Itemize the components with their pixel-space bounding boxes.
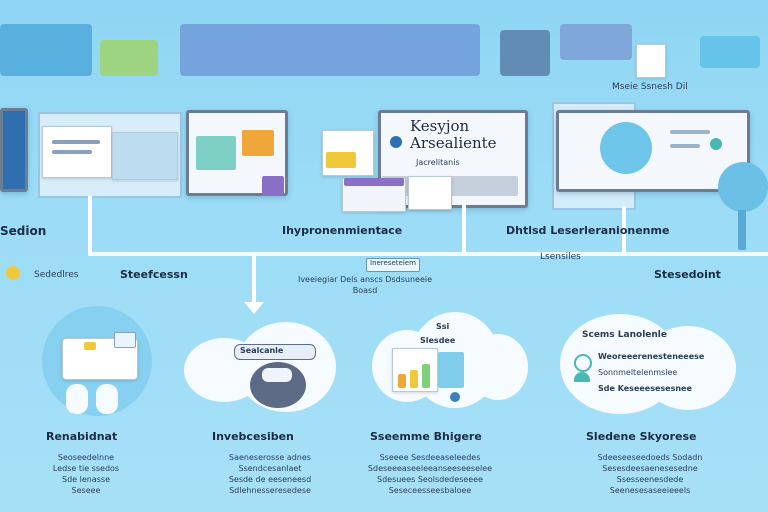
stage2-badge-label: Sealcanle [240,346,284,355]
flow-tag-label: Ineresetelem [370,259,416,267]
flow-mid-desc: Iveeiegiar Dels anscs Dsdsuneeie Boasd [290,274,440,296]
stage4-badge-title: Scems Lanolenle [582,330,667,340]
stage-desc-2: Saeneserosse adnes Ssendcesanlaet Sesde … [210,452,330,496]
analytics-dot [710,138,722,150]
stage3-dot [450,392,460,402]
stage-desc-line: Sde lenasse [62,475,110,484]
stage3-bar [398,374,406,388]
flow-right-label: Dhtlsd Leserleranionenme [506,224,670,237]
stage2-robot-face-icon [262,368,292,382]
globe-icon [600,122,652,174]
analytics-line [670,144,700,148]
screen-title: Kesyjon Arsealiente [410,117,497,152]
header-tile-3 [180,24,480,76]
header-tile-5 [560,24,632,60]
flow-mid-desc-line: Iveeiegiar Dels anscs Dsdsuneeie [297,275,433,284]
stage-desc-line: Sesde de eeseneesd [228,475,312,484]
header-tile-4 [500,30,550,76]
left-monitor [0,108,28,192]
dashboard-chart [196,136,236,170]
flow-arrow-icon [244,302,264,314]
stage3-screen [438,352,464,388]
status-dot-icon [6,266,20,280]
stage1-figure-icon [96,384,118,414]
stage-title-2: Invebcesiben [212,430,294,443]
robot-head-icon [718,162,768,212]
flow-left-sub: Sededlres [34,270,79,280]
stage-desc-line: Ledse tie ssedos [52,464,120,473]
flow-line-horizontal [88,252,768,256]
dashboard-purple-block [262,176,284,196]
stage-desc-line: Sdeseeeaseeleeanseeseeselee [367,464,493,473]
stage-desc-line: Seenesesaseeieeels [609,486,691,495]
document-stack [112,132,178,180]
flow-line-to-stage [252,254,256,306]
stage-desc-line: Sdesuees Seolsdedeseeee [376,475,483,484]
document-line [52,150,92,154]
flow-mid-desc-line: Boasd [352,286,378,295]
stage1-figure-icon [66,384,88,414]
stage-desc-line: Sdlehnesseresedese [229,486,311,495]
stage-title-3: Sseemme Bhigere [370,430,482,443]
header-tile-2 [100,40,158,76]
stage-label: Steefcessn [120,268,188,281]
stage3-bar [422,364,430,388]
stage2-badge [234,344,316,360]
stage3-cloud [468,334,528,400]
robot-stand-icon [738,210,746,250]
stage-desc-1: Seoseedelnne Ledse tie ssedos Sde lenass… [36,452,136,496]
screen-subtitle: Jacrelitanis [416,158,460,167]
analytics-screen [556,110,750,192]
stage4-row: Sonnmeltelenmslee [598,368,678,377]
header-tile-1 [0,24,92,76]
flow-line-right-drop [622,206,626,254]
flow-line-left-drop [88,196,92,254]
stage4-person-icon [574,354,592,372]
header-note [636,44,666,78]
stage-right-label: Stesedoint [654,268,721,281]
stage-title-1: Renabidnat [46,430,118,443]
stage3-badge-head: Slesdee [420,336,456,345]
stage-desc-line: Seseee [71,486,101,495]
flow-line-center-drop [462,204,466,254]
flow-tag [366,258,420,272]
stage4-cloud [640,326,736,410]
floating-card-accent [326,152,356,168]
stage4-row: Sde Keseeesesesnee [598,384,692,393]
stage-desc-line: Sseeee Sesdeeaseleedes [379,453,481,462]
stage-desc-line: Seseceesseesbaloee [388,486,472,495]
right-caption: Mseie Ssnesh Dil [612,82,688,92]
stage1-accent [84,342,96,350]
floating-card-stripe [344,178,404,186]
stage1-screen [114,332,136,348]
document-line [52,140,100,144]
stage-desc-line: Seoseedelnne [57,453,115,462]
stage4-person-body-icon [574,372,590,382]
stage-desc-line: Sesesdeesaenesesedne [602,464,698,473]
stage3-badge-top: Ssi [436,322,450,331]
stage-desc-line: Saeneserosse adnes [229,453,311,462]
analytics-line [670,130,710,134]
header-tile-6 [700,36,760,68]
flow-center-label: Ihypronenmientace [282,224,403,237]
stage-desc-line: Ssendcesanlaet [238,464,302,473]
flow-right-sublabel: Lsensiles [540,252,581,262]
stage-desc-line: Ssesseenesdede [616,475,684,484]
stage-desc-line: Sdeeseeseedoeds Sodadn [597,453,703,462]
stage-title-4: Sledene Skyorese [586,430,697,443]
stage3-bar [410,370,418,388]
dashboard-block [242,130,274,156]
stage-desc-4: Sdeeseeseedoeds Sodadn Sesesdeesaenesese… [580,452,720,496]
stage-desc-3: Sseeee Sesdeeaseleedes Sdeseeeaseeleeans… [350,452,510,496]
floating-card [408,176,452,210]
screen-dot [390,136,402,148]
flow-left-label: Sedion [0,224,47,238]
stage4-row: Weoreeerenesteneeese [598,352,705,361]
